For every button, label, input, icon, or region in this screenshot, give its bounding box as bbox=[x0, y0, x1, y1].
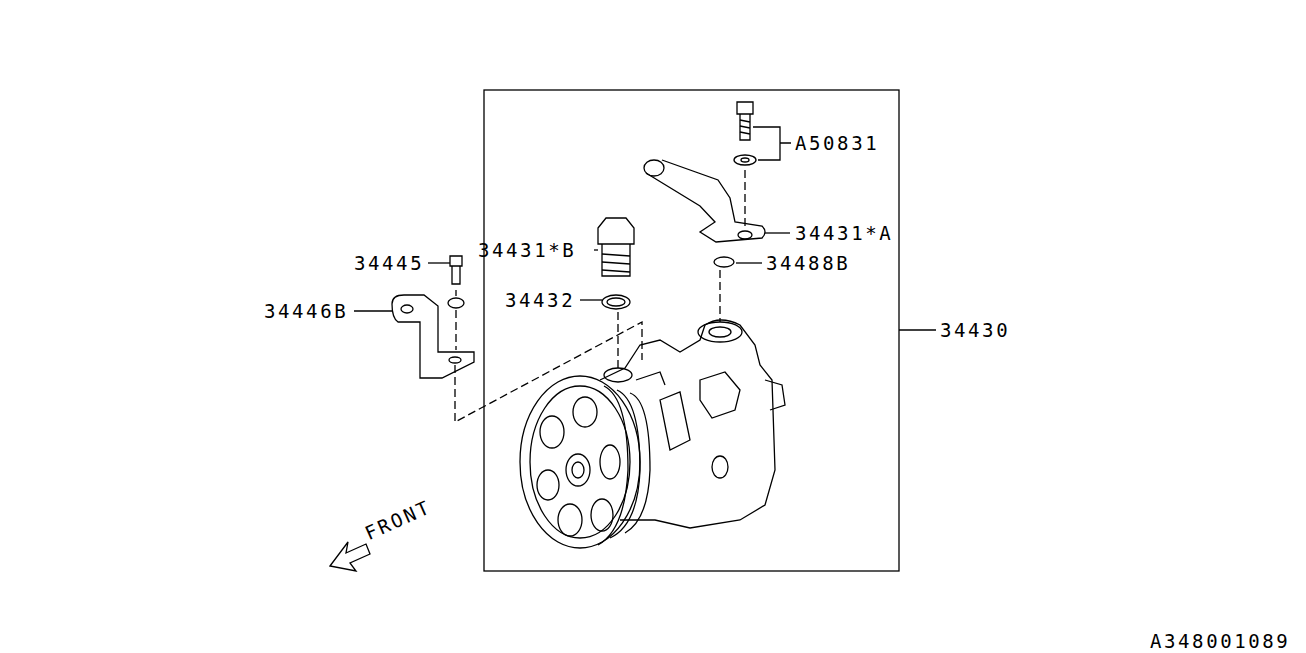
callout-number: 34431*B bbox=[478, 240, 576, 261]
leader-line bbox=[580, 299, 602, 300]
callout-number: A50831 bbox=[795, 133, 879, 154]
callout-number: 34446B bbox=[264, 301, 348, 322]
leader-line bbox=[594, 249, 598, 250]
callout-number: 34430 bbox=[940, 320, 1010, 341]
fitting-symbol bbox=[598, 218, 634, 309]
callout-number: 34488B bbox=[766, 253, 850, 274]
callout-number: 34431*A bbox=[795, 223, 893, 244]
front-arrow bbox=[330, 542, 370, 571]
group-frame bbox=[484, 90, 899, 571]
bolt-symbol bbox=[734, 102, 756, 165]
dashed-line bbox=[617, 312, 618, 372]
pump-symbol bbox=[520, 320, 785, 548]
leader-line bbox=[899, 329, 936, 330]
dashed-line bbox=[719, 270, 720, 322]
callout-number: 34445 bbox=[354, 253, 424, 274]
bracket-symbol bbox=[392, 256, 474, 378]
callout-number: 34432 bbox=[505, 290, 575, 311]
leader-line bbox=[428, 262, 450, 263]
fitting-symbol bbox=[644, 160, 765, 267]
dashed-line bbox=[744, 170, 745, 226]
leader-line bbox=[753, 127, 791, 160]
leader-line bbox=[765, 232, 790, 233]
leader-line bbox=[736, 262, 762, 263]
callout-number: A348001089 bbox=[1150, 631, 1290, 652]
leader-line bbox=[354, 310, 392, 311]
direction-label: FRONT bbox=[362, 496, 435, 544]
